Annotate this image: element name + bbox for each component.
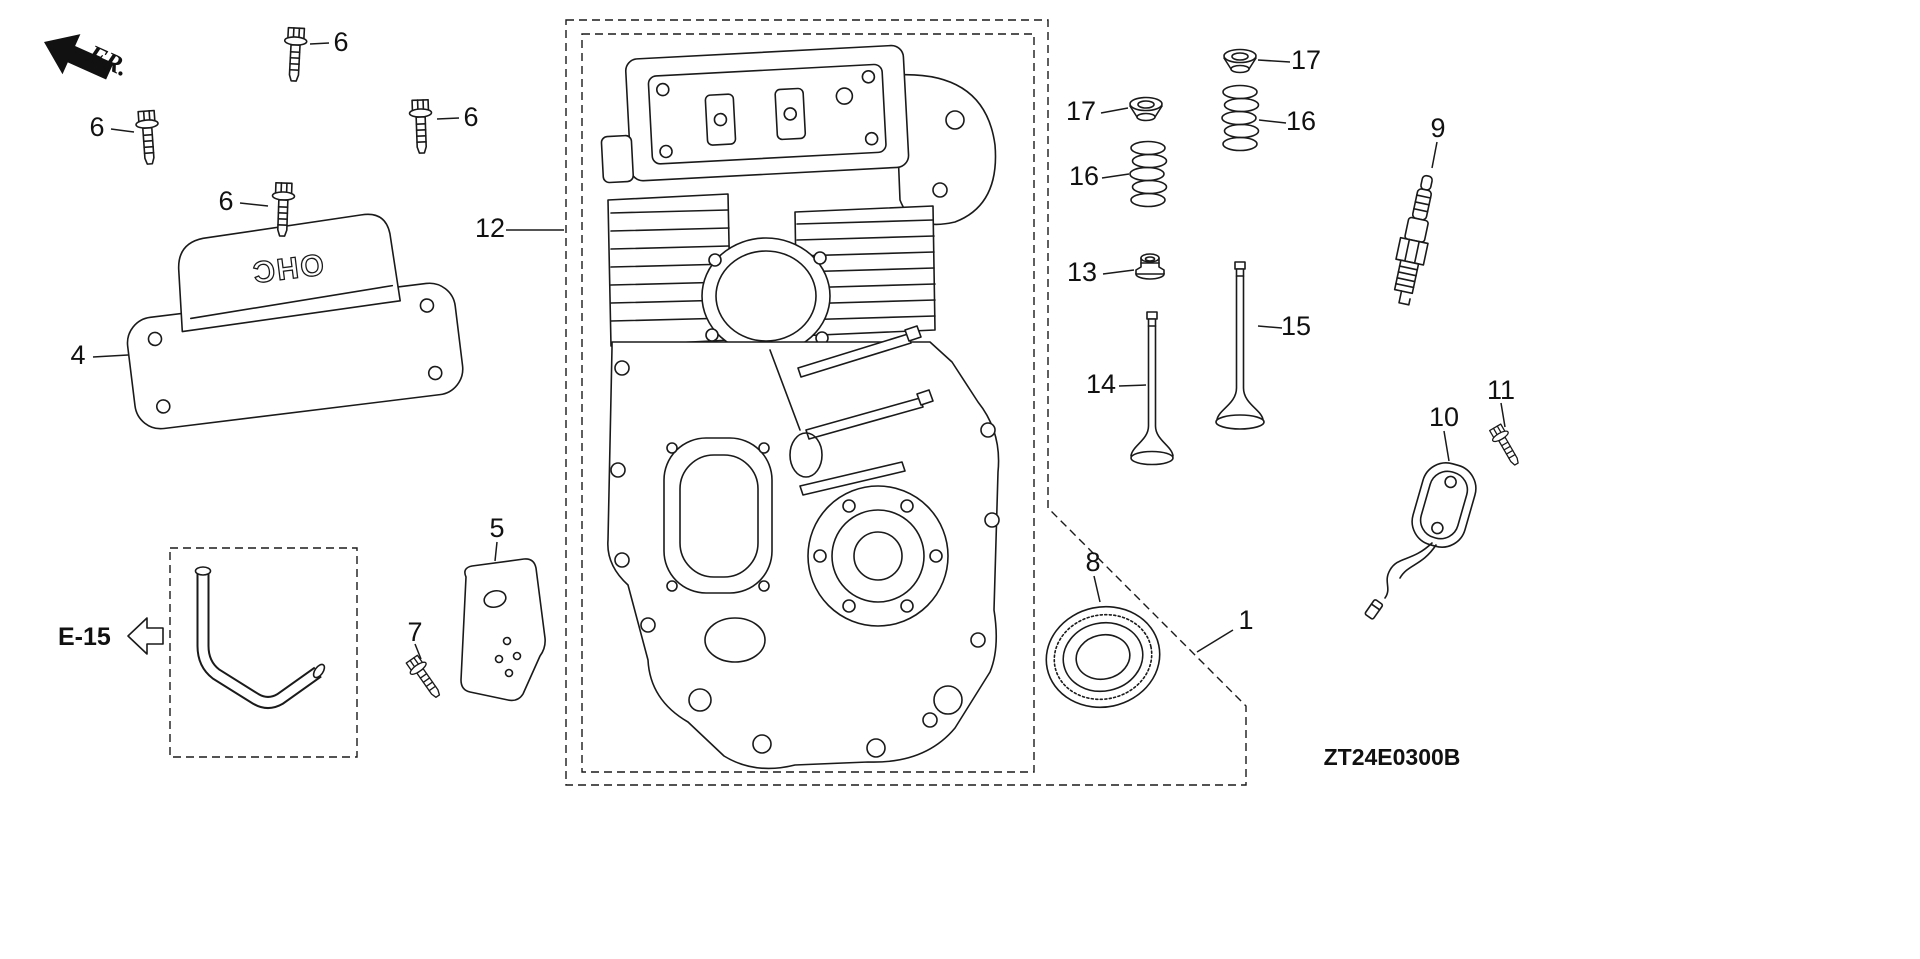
callout-12: 12 bbox=[475, 213, 505, 243]
callout-11: 11 bbox=[1487, 375, 1515, 405]
callout-8: 8 bbox=[1085, 547, 1100, 577]
breather-plate-drawing bbox=[460, 558, 546, 702]
callout-4: 4 bbox=[70, 340, 85, 370]
valve-spring-left bbox=[1129, 140, 1168, 208]
cylinder-barrel-drawing bbox=[600, 44, 1000, 770]
bolt-7 bbox=[403, 653, 447, 703]
valve-spring-right bbox=[1221, 84, 1260, 152]
assembly-1-dashed-boundary bbox=[565, 19, 1247, 786]
e15-dashed-box bbox=[169, 547, 358, 758]
callout-6-mid: 6 bbox=[218, 186, 233, 216]
callouts: 6 6 6 6 4 12 17 16 13 17 16 9 14 15 11 1… bbox=[70, 27, 1515, 647]
oil-switch-drawing bbox=[1364, 462, 1477, 620]
callout-13: 13 bbox=[1067, 257, 1097, 287]
callout-16-right: 16 bbox=[1286, 106, 1316, 136]
front-direction-marker: FR. bbox=[44, 34, 133, 82]
e15-label: E-15 bbox=[58, 623, 111, 651]
e15-reference: E-15 bbox=[58, 617, 164, 655]
callout-5: 5 bbox=[489, 513, 504, 543]
callout-15: 15 bbox=[1281, 311, 1311, 341]
fr-label: FR. bbox=[83, 39, 133, 83]
bolt-11 bbox=[1486, 422, 1525, 470]
oil-seal-drawing bbox=[1045, 605, 1161, 709]
callout-6-right: 6 bbox=[463, 102, 478, 132]
callout-7: 7 bbox=[407, 617, 422, 647]
valve-15-drawing bbox=[1215, 261, 1265, 430]
bolt-6-left bbox=[134, 109, 162, 166]
leader-lines bbox=[92, 42, 1506, 660]
callout-1: 1 bbox=[1238, 605, 1253, 635]
spring-retainer-right bbox=[1223, 48, 1257, 74]
spark-plug-drawing bbox=[1393, 174, 1433, 306]
callout-17-right: 17 bbox=[1291, 45, 1321, 75]
valve-cover-drawing: OHC bbox=[126, 213, 464, 430]
fr-arrow-icon bbox=[44, 34, 114, 80]
e15-arrow-icon bbox=[127, 617, 164, 655]
callout-14: 14 bbox=[1086, 369, 1116, 399]
bolt-6-right bbox=[408, 98, 434, 155]
valve-14-drawing bbox=[1130, 311, 1174, 466]
callout-6-left: 6 bbox=[89, 112, 104, 142]
drawing-code: ZT24E0300B bbox=[1324, 744, 1461, 770]
barrel-12-dashed-box bbox=[581, 33, 1035, 773]
callout-17-left: 17 bbox=[1066, 96, 1096, 126]
bolt-6-top bbox=[281, 26, 309, 83]
callout-6-top: 6 bbox=[333, 27, 348, 57]
breather-tube-drawing bbox=[194, 566, 326, 709]
callout-9: 9 bbox=[1430, 113, 1445, 143]
valve-stem-seal bbox=[1135, 253, 1165, 280]
spring-retainer-left bbox=[1129, 96, 1163, 122]
callout-10: 10 bbox=[1429, 402, 1459, 432]
callout-16-left: 16 bbox=[1069, 161, 1099, 191]
